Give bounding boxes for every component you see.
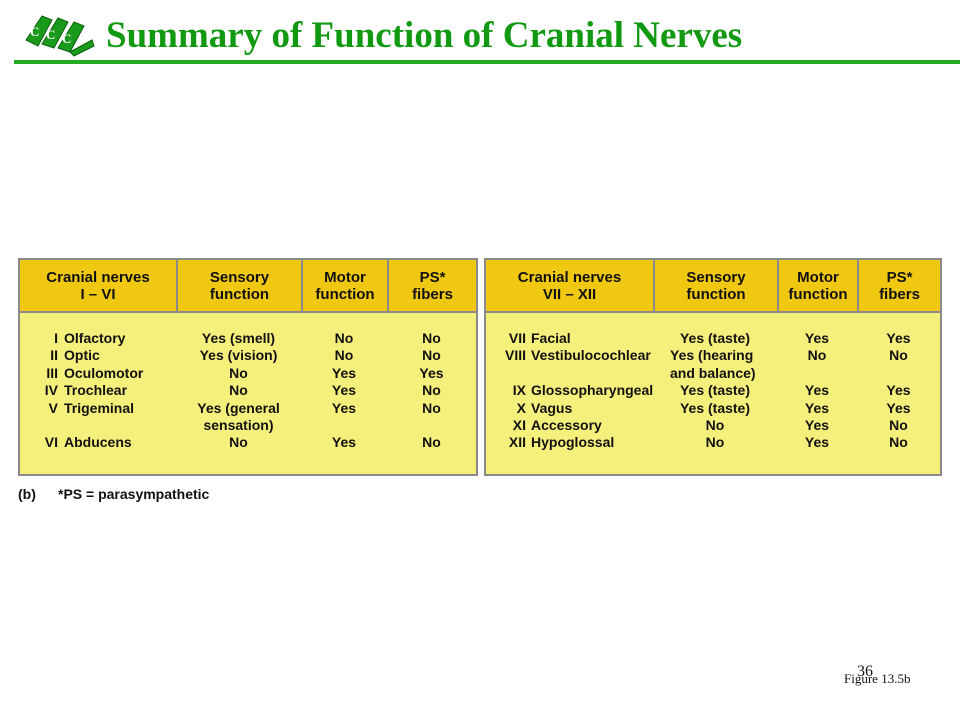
table-body: I Olfactory Yes (smell) No No II Optic Y… (20, 330, 476, 452)
header-ps-fibers: PS*fibers (857, 260, 940, 311)
ps-value: No (422, 382, 441, 399)
nerve-number: IX (512, 382, 526, 399)
ps-value: Yes (419, 364, 444, 381)
motor-value: No (334, 330, 354, 346)
ps-value: No (889, 434, 908, 451)
sensory-value: No (229, 434, 248, 451)
motor-value: Yes (804, 382, 830, 399)
ps-value: No (889, 416, 908, 433)
ps-value: Yes (886, 382, 911, 399)
motor-value: No (807, 347, 827, 364)
nerve-name: Glossopharyngeal (531, 382, 654, 399)
ps-value: No (422, 434, 441, 451)
svg-text:C: C (62, 31, 71, 46)
motor-value: Yes (331, 382, 357, 399)
nerve-name: Accessory (531, 416, 602, 433)
nerve-number: VI (44, 434, 58, 451)
table-row: VIII Vestibulocochlear Yes (hearing and … (486, 347, 940, 382)
nerve-number: V (48, 399, 58, 416)
motor-value: Yes (804, 330, 830, 346)
sensory-value: Yes (general sensation) (197, 399, 280, 433)
title-divider (14, 60, 960, 64)
sensory-value: No (229, 364, 248, 381)
nerve-name: Trigeminal (64, 399, 135, 416)
table-row: I Olfactory Yes (smell) No No (20, 330, 476, 347)
nerve-name: Abducens (64, 434, 132, 451)
figure-caption: Figure 13.5b (844, 671, 911, 686)
nerve-number: III (46, 364, 58, 381)
table-row: VI Abducens No Yes No (20, 434, 476, 451)
nerve-name: Oculomotor (64, 364, 144, 381)
motor-value: Yes (331, 399, 357, 416)
nerve-number: VIII (504, 347, 526, 364)
nerve-name: Hypoglossal (531, 434, 615, 451)
svg-text:C: C (46, 27, 55, 42)
table-body: VII Facial Yes (taste) Yes Yes VIII Vest… (486, 330, 940, 452)
sensory-value: Yes (hearing and balance) (670, 347, 756, 381)
motor-value: No (334, 347, 354, 364)
motor-value: Yes (804, 416, 830, 433)
motor-value: Yes (331, 434, 357, 451)
nerve-number: XII (508, 434, 526, 451)
table-row: XI Accessory No Yes No (486, 417, 940, 434)
nerve-number: X (516, 399, 526, 416)
sensory-value: Yes (taste) (679, 330, 751, 346)
footnote-text: *PS = parasympathetic (58, 486, 210, 502)
nerve-number: II (50, 347, 58, 364)
nerve-name: Vestibulocochlear (531, 347, 651, 364)
ccc-logo-icon: C C C (25, 15, 95, 57)
table-row: III Oculomotor No Yes Yes (20, 365, 476, 382)
page-number: 36 (857, 663, 873, 680)
nerve-name: Trochlear (64, 382, 128, 399)
sensory-value: No (229, 382, 248, 399)
ps-value: Yes (886, 399, 911, 416)
ps-value: No (889, 347, 908, 364)
nerve-number: XI (512, 416, 526, 433)
motor-value: Yes (804, 399, 830, 416)
figure-part-label: (b) (18, 486, 36, 502)
svg-text:C: C (30, 24, 39, 39)
motor-value: Yes (804, 434, 830, 451)
ps-value: No (422, 347, 441, 364)
table-row: X Vagus Yes (taste) Yes Yes (486, 400, 940, 417)
page-title: Summary of Function of Cranial Nerves (106, 15, 743, 56)
table-row: IX Glossopharyngeal Yes (taste) Yes Yes (486, 382, 940, 399)
ps-value: No (422, 399, 441, 416)
nerve-number: IV (44, 382, 58, 399)
nerve-name: Optic (64, 347, 100, 364)
motor-value: Yes (331, 364, 357, 381)
sensory-value: Yes (vision) (199, 347, 278, 364)
sensory-value: No (705, 434, 725, 451)
table-row: XII Hypoglossal No Yes No (486, 434, 940, 451)
nerve-number: VII (508, 330, 526, 346)
nerve-name: Facial (531, 330, 571, 346)
nerve-name: Vagus (531, 399, 573, 416)
nerve-number: I (54, 330, 58, 346)
ps-value: Yes (886, 330, 911, 346)
ps-value: No (422, 330, 441, 346)
header-ps-fibers: PS*fibers (387, 260, 476, 311)
sensory-value: Yes (smell) (201, 330, 276, 346)
sensory-value: Yes (taste) (679, 382, 751, 399)
nerve-name: Olfactory (64, 330, 126, 346)
table-row: II Optic Yes (vision) No No (20, 347, 476, 364)
table-row: IV Trochlear No Yes No (20, 382, 476, 399)
table-row: VII Facial Yes (taste) Yes Yes (486, 330, 940, 347)
sensory-value: No (705, 416, 725, 433)
sensory-value: Yes (taste) (679, 399, 751, 416)
table-row: V Trigeminal Yes (general sensation) Yes… (20, 400, 476, 435)
